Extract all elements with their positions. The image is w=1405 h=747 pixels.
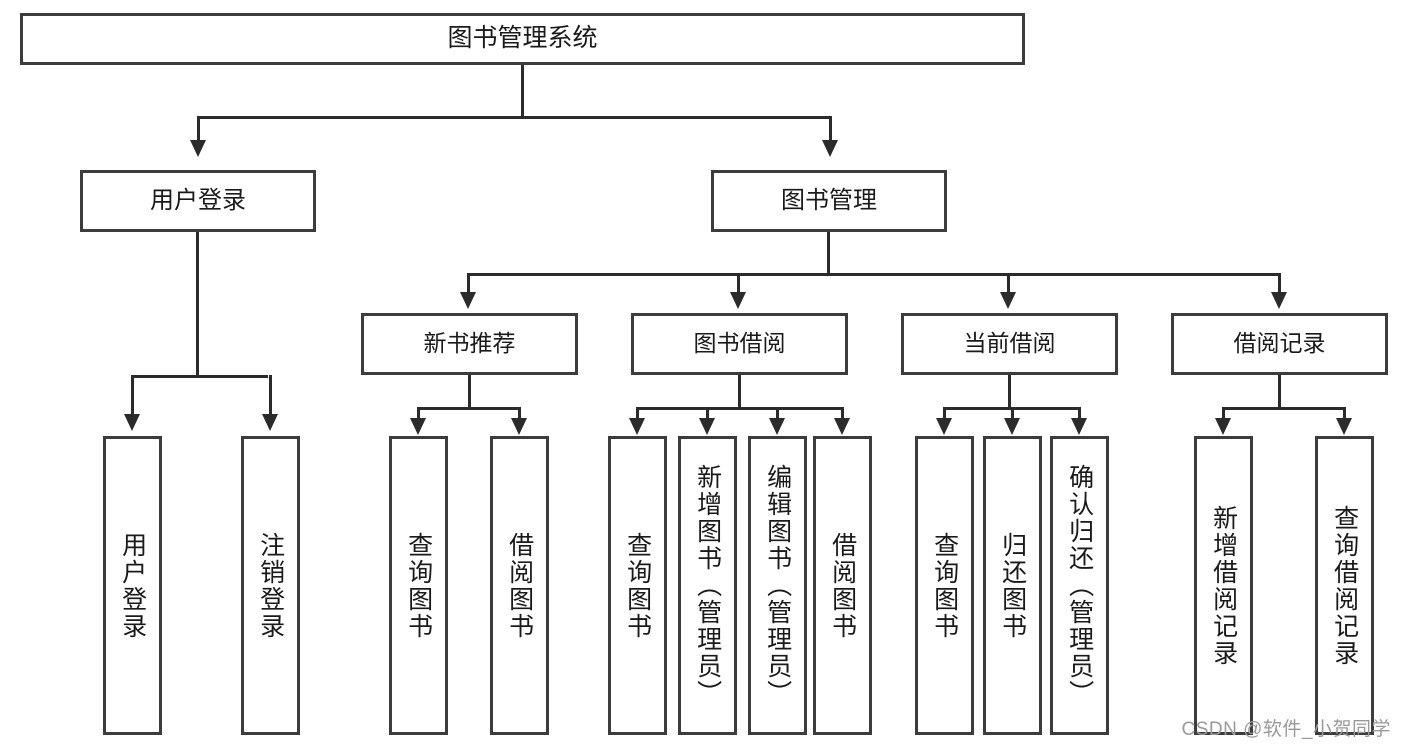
- connector-book-manage-bus: [467, 273, 1281, 276]
- connector-bb-drop-4: [841, 407, 844, 421]
- node-leaf-query-book-3-label: 查询图书: [930, 531, 959, 640]
- node-new-book-recommend[interactable]: 新书推荐: [361, 313, 578, 375]
- node-leaf-confirm-return[interactable]: 确认归还（管理员）: [1050, 436, 1109, 735]
- node-borrow-record-label: 借阅记录: [1233, 330, 1326, 357]
- connector-bb-drop-2: [706, 407, 709, 421]
- connector-br-drop-2: [1343, 407, 1346, 421]
- connector-book-manage-stem: [827, 232, 830, 276]
- node-root[interactable]: 图书管理系统: [20, 13, 1025, 65]
- arrow-to-leaf-logout: [262, 414, 278, 431]
- connector-br-drop-1: [1222, 407, 1225, 421]
- node-leaf-borrow-book-2[interactable]: 借阅图书: [813, 436, 872, 735]
- node-current-borrow-label: 当前借阅: [963, 330, 1056, 357]
- arrow-to-leaf-borrow-book-1: [511, 418, 527, 435]
- arrow-to-current-borrow: [1000, 292, 1016, 309]
- node-leaf-logout[interactable]: 注销登录: [241, 436, 300, 735]
- connector-cb-drop-1: [943, 407, 946, 421]
- connector-cb-drop-2: [1011, 407, 1014, 421]
- node-new-book-recommend-label: 新书推荐: [423, 330, 516, 357]
- arrow-to-borrow-record: [1271, 292, 1287, 309]
- node-borrow-record[interactable]: 借阅记录: [1171, 313, 1388, 375]
- connector-br-bus: [1222, 407, 1346, 410]
- node-leaf-confirm-return-label: 确认归还（管理员）: [1065, 464, 1094, 707]
- node-leaf-query-book-1[interactable]: 查询图书: [389, 436, 448, 735]
- connector-nbr-drop-1: [417, 407, 420, 421]
- connector-br-stem: [1278, 375, 1281, 410]
- node-leaf-return-book-label: 归还图书: [998, 531, 1027, 640]
- arrow-to-leaf-borrow-book-2: [834, 418, 850, 435]
- node-leaf-logout-label: 注销登录: [256, 531, 285, 640]
- connector-user-login-drop-2: [269, 375, 272, 417]
- connector-cb-stem: [1008, 375, 1011, 410]
- arrow-to-leaf-confirm-return: [1071, 418, 1087, 435]
- connector-book-manage-drop-1: [467, 273, 470, 295]
- connector-nbr-bus: [417, 407, 521, 410]
- watermark: CSDN @软件_小贺同学: [1181, 719, 1391, 740]
- arrow-root-to-book-manage: [822, 140, 838, 157]
- connector-bb-drop-3: [776, 407, 779, 421]
- arrow-to-leaf-return-book: [1004, 418, 1020, 435]
- node-leaf-borrow-book-1-label: 借阅图书: [505, 531, 534, 640]
- connector-root-bus: [197, 116, 832, 119]
- node-leaf-query-book-3[interactable]: 查询图书: [915, 436, 974, 735]
- connector-root-stem: [521, 65, 524, 118]
- node-book-manage-label: 图书管理: [781, 186, 877, 214]
- node-leaf-query-book-2[interactable]: 查询图书: [608, 436, 667, 735]
- node-leaf-query-book-2-label: 查询图书: [623, 531, 652, 640]
- connector-user-login-bus: [131, 375, 268, 378]
- arrow-to-leaf-edit-book: [769, 418, 785, 435]
- node-leaf-return-book[interactable]: 归还图书: [983, 436, 1042, 735]
- connector-bb-drop-1: [636, 407, 639, 421]
- connector-user-login-drop-1: [131, 375, 134, 417]
- node-user-login-label: 用户登录: [150, 186, 246, 214]
- arrow-to-leaf-query-book-3: [936, 418, 952, 435]
- node-leaf-query-book-1-label: 查询图书: [404, 531, 433, 640]
- connector-cb-drop-3: [1078, 407, 1081, 421]
- arrow-to-leaf-add-book: [699, 418, 715, 435]
- arrow-to-leaf-query-book-2: [629, 418, 645, 435]
- arrow-to-new-book-recommend: [460, 292, 476, 309]
- node-leaf-borrow-book-1[interactable]: 借阅图书: [490, 436, 549, 735]
- arrow-to-leaf-user-login: [124, 414, 140, 431]
- arrow-root-to-user-login: [190, 140, 206, 157]
- node-leaf-edit-book[interactable]: 编辑图书（管理员）: [748, 436, 807, 735]
- node-root-label: 图书管理系统: [447, 24, 598, 53]
- arrow-to-leaf-query-record: [1336, 418, 1352, 435]
- node-leaf-edit-book-label: 编辑图书（管理员）: [763, 464, 792, 707]
- node-book-borrow-label: 图书借阅: [693, 330, 786, 357]
- arrow-to-book-borrow: [730, 292, 746, 309]
- connector-nbr-stem: [468, 375, 471, 410]
- node-leaf-user-login[interactable]: 用户登录: [103, 436, 162, 735]
- connector-user-login-stem: [196, 232, 199, 378]
- arrow-to-leaf-query-book-1: [410, 418, 426, 435]
- connector-root-to-book-manage: [829, 116, 832, 144]
- node-leaf-add-record[interactable]: 新增借阅记录: [1194, 436, 1253, 735]
- node-book-manage[interactable]: 图书管理: [711, 170, 947, 232]
- node-leaf-add-book-label: 新增图书（管理员）: [693, 464, 722, 707]
- arrow-to-leaf-add-record: [1215, 418, 1231, 435]
- connector-bb-stem: [738, 375, 741, 410]
- connector-bb-bus: [636, 407, 844, 410]
- connector-book-manage-drop-2: [737, 273, 740, 295]
- node-user-login[interactable]: 用户登录: [80, 170, 316, 232]
- node-leaf-query-record-label: 查询借阅记录: [1330, 504, 1359, 667]
- node-leaf-add-record-label: 新增借阅记录: [1209, 504, 1238, 667]
- node-leaf-add-book[interactable]: 新增图书（管理员）: [678, 436, 737, 735]
- node-leaf-user-login-label: 用户登录: [118, 531, 147, 640]
- connector-nbr-drop-2: [518, 407, 521, 421]
- node-current-borrow[interactable]: 当前借阅: [901, 313, 1118, 375]
- node-leaf-borrow-book-2-label: 借阅图书: [828, 531, 857, 640]
- connector-root-to-user-login: [197, 116, 200, 144]
- node-book-borrow[interactable]: 图书借阅: [631, 313, 848, 375]
- node-leaf-query-record[interactable]: 查询借阅记录: [1315, 436, 1374, 735]
- connector-book-manage-drop-3: [1007, 273, 1010, 295]
- connector-book-manage-drop-4: [1278, 273, 1281, 295]
